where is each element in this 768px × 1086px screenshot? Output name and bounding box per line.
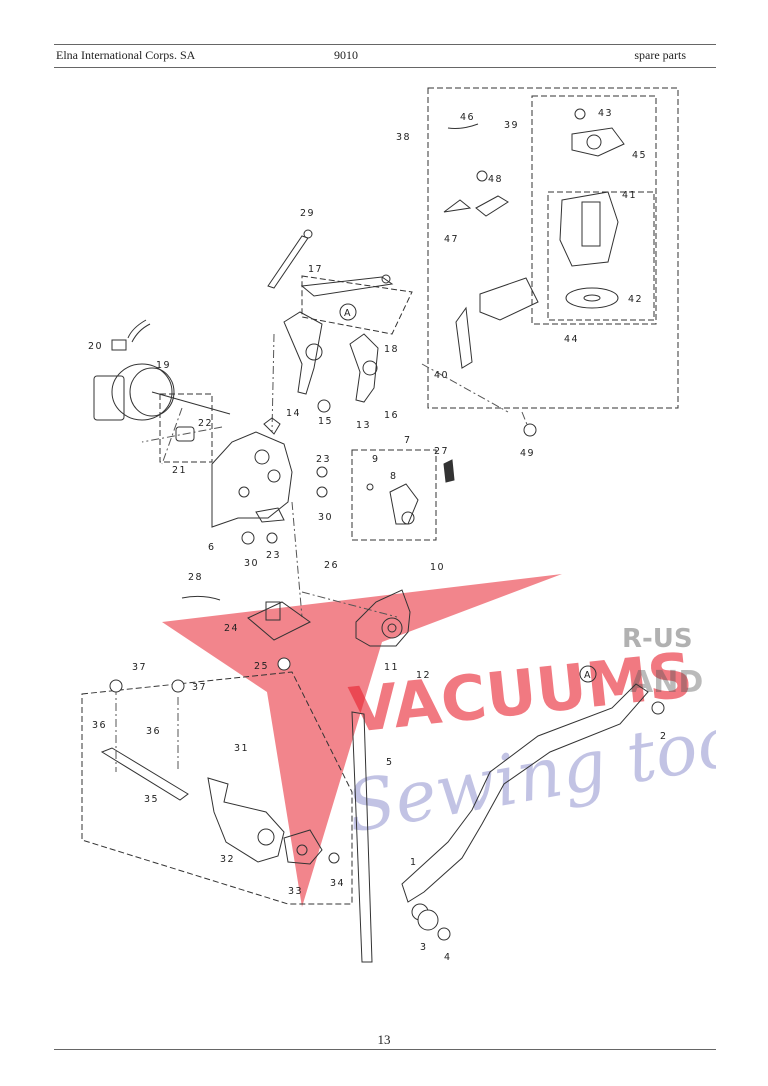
callout-30: 30 xyxy=(318,512,333,523)
callout-14: 14 xyxy=(286,408,301,419)
cam-part xyxy=(355,589,411,647)
watermark-suffix-top: R-US xyxy=(622,624,693,654)
upper-assembly-part xyxy=(443,123,625,369)
group-outlines xyxy=(81,87,679,905)
header-company: Elna International Corps. SA xyxy=(56,48,196,62)
callout-47: 47 xyxy=(444,234,459,245)
callout-8: 8 xyxy=(390,471,398,482)
callout-25: 25 xyxy=(254,661,269,672)
footer-rule xyxy=(54,1049,716,1050)
main-plate-part xyxy=(211,417,293,528)
lever-arms xyxy=(283,274,394,403)
reference-mark-a: A xyxy=(584,670,592,681)
page-number: 13 xyxy=(377,1032,391,1047)
callout-36b: 36 xyxy=(146,726,161,737)
motor-part xyxy=(93,319,231,442)
reference-mark-a: A xyxy=(344,308,352,319)
callout-24: 24 xyxy=(224,623,239,634)
callout-12: 12 xyxy=(416,670,431,681)
callout-19: 19 xyxy=(156,360,171,371)
callout-1: 1 xyxy=(410,857,418,868)
callout-7: 7 xyxy=(404,435,412,446)
callout-22: 22 xyxy=(198,418,213,429)
small-lever-part xyxy=(366,459,455,525)
callout-41: 41 xyxy=(622,190,637,201)
callout-31: 31 xyxy=(234,743,249,754)
callout-17: 17 xyxy=(308,264,323,275)
rod-part xyxy=(267,229,313,289)
sensor-plate-part xyxy=(181,595,311,641)
callout-32: 32 xyxy=(220,854,235,865)
callout-6: 6 xyxy=(208,542,216,553)
callout-11: 11 xyxy=(384,662,399,673)
callout-10: 10 xyxy=(430,562,445,573)
callout-36: 36 xyxy=(92,720,107,731)
callout-46: 46 xyxy=(460,112,475,123)
callout-40: 40 xyxy=(434,370,449,381)
callout-9: 9 xyxy=(372,454,380,465)
callout-18: 18 xyxy=(384,344,399,355)
callout-37b: 37 xyxy=(192,682,207,693)
callout-38: 38 xyxy=(396,132,411,143)
callout-42: 42 xyxy=(628,294,643,305)
exploded-parts-diagram: VACUUMS R-US AND Sewing too xyxy=(81,87,716,963)
callout-23b: 23 xyxy=(266,550,281,561)
callout-35: 35 xyxy=(144,794,159,805)
screws xyxy=(109,108,665,941)
callout-34: 34 xyxy=(330,878,345,889)
watermark-suffix-bottom: AND xyxy=(630,665,703,700)
callout-3: 3 xyxy=(420,942,428,953)
callout-15: 15 xyxy=(318,416,333,427)
callout-28: 28 xyxy=(188,572,203,583)
callout-39: 39 xyxy=(504,120,519,131)
callout-23: 23 xyxy=(316,454,331,465)
callout-21: 21 xyxy=(172,465,187,476)
callout-43: 43 xyxy=(598,108,613,119)
callout-20: 20 xyxy=(88,341,103,352)
callout-48: 48 xyxy=(488,174,503,185)
shaft-assembly-part xyxy=(100,747,323,865)
reference-markers: A A xyxy=(339,303,597,683)
callout-13: 13 xyxy=(356,420,371,431)
callout-labels: 1 2 3 4 5 6 7 8 9 10 11 12 13 14 15 16 1… xyxy=(88,108,668,963)
callout-2: 2 xyxy=(660,731,668,742)
leader-lines xyxy=(115,333,529,772)
callout-30b: 30 xyxy=(244,558,259,569)
header-section: spare parts xyxy=(634,48,686,62)
callout-37: 37 xyxy=(132,662,147,673)
callout-4: 4 xyxy=(444,952,452,963)
watermark-logo: VACUUMS R-US AND Sewing too xyxy=(162,574,716,907)
callout-45: 45 xyxy=(632,150,647,161)
page-header: Elna International Corps. SA 9010 spare … xyxy=(54,44,716,68)
callout-27: 27 xyxy=(434,446,449,457)
callout-44: 44 xyxy=(564,334,579,345)
callout-5: 5 xyxy=(386,757,394,768)
callout-26: 26 xyxy=(324,560,339,571)
callout-29: 29 xyxy=(300,208,315,219)
header-model: 9010 xyxy=(334,48,358,62)
callout-33: 33 xyxy=(288,886,303,897)
callout-16: 16 xyxy=(384,410,399,421)
callout-49: 49 xyxy=(520,448,535,459)
